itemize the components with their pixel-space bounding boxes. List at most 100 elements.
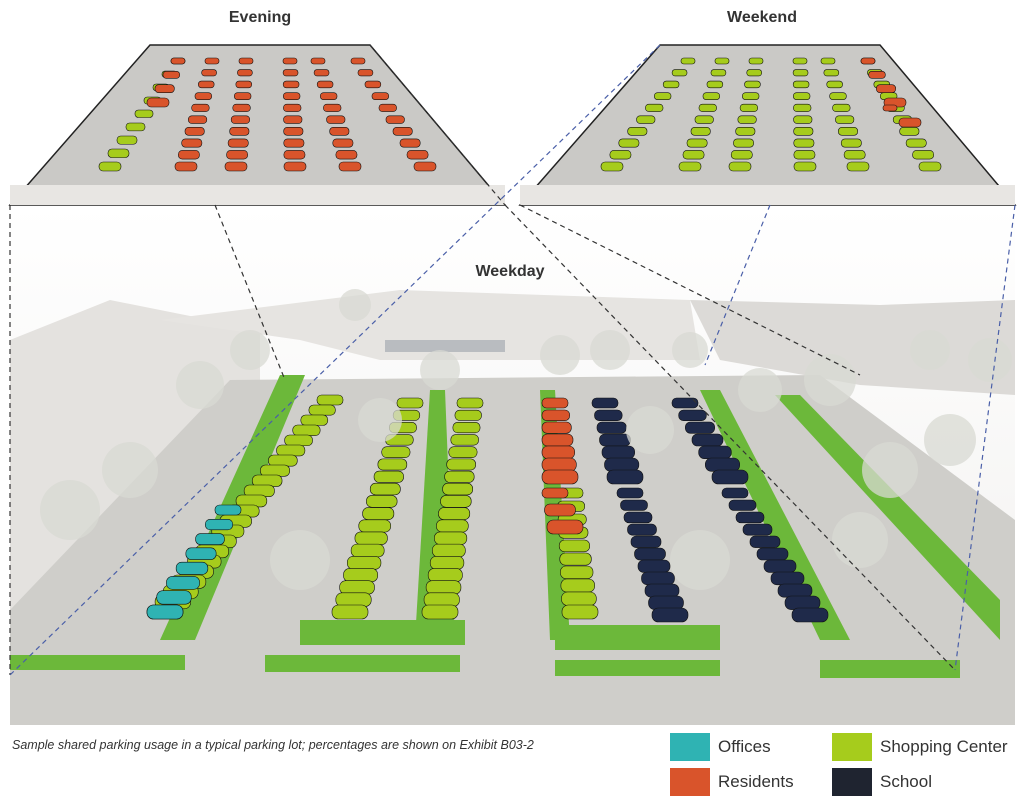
car	[793, 92, 811, 100]
weekend-label: Weekend	[727, 9, 797, 26]
car	[730, 150, 753, 160]
tree	[924, 414, 976, 466]
car	[431, 543, 466, 558]
car	[541, 397, 569, 409]
car	[175, 561, 209, 575]
car	[358, 519, 391, 533]
car	[690, 127, 711, 136]
car	[234, 92, 252, 100]
car	[882, 104, 898, 112]
tree	[738, 368, 782, 412]
car	[680, 57, 696, 65]
car	[268, 454, 298, 467]
car	[194, 92, 212, 100]
car	[648, 595, 684, 610]
car	[238, 57, 254, 65]
car	[596, 421, 627, 434]
car	[627, 523, 657, 536]
car	[204, 57, 220, 65]
weekday-scene	[10, 205, 1015, 725]
car	[793, 161, 817, 172]
legend-label-residents: Residents	[718, 772, 794, 791]
car	[561, 604, 599, 620]
car	[829, 92, 847, 100]
car	[392, 127, 413, 136]
car	[366, 495, 398, 508]
car	[606, 469, 644, 485]
legend-item-residents: Residents	[670, 768, 794, 796]
car	[843, 150, 866, 160]
car	[714, 57, 730, 65]
car	[283, 150, 306, 160]
car	[313, 69, 330, 77]
car	[201, 69, 217, 77]
car	[371, 92, 389, 100]
car	[444, 470, 475, 483]
tree	[804, 354, 856, 406]
car	[609, 150, 632, 160]
grass-strip	[555, 625, 720, 650]
weekend-cars	[600, 57, 942, 172]
car	[335, 592, 372, 607]
car	[594, 409, 623, 421]
car	[558, 539, 590, 553]
car	[721, 487, 749, 499]
car	[644, 583, 680, 598]
weekday-label: Weekday	[475, 263, 545, 280]
car	[184, 127, 205, 136]
car	[440, 495, 472, 508]
car	[763, 559, 797, 573]
car	[452, 422, 481, 434]
car	[770, 571, 805, 586]
car	[332, 138, 354, 148]
figure-caption: Sample shared parking usage in a typical…	[12, 738, 534, 752]
car	[399, 138, 421, 148]
offices-swatch	[670, 733, 710, 761]
car	[204, 518, 234, 531]
tree	[270, 530, 330, 590]
car	[560, 565, 594, 579]
car	[343, 568, 379, 583]
car	[338, 161, 362, 172]
car	[224, 161, 248, 172]
car	[899, 127, 920, 136]
car	[427, 568, 463, 583]
car	[838, 127, 858, 136]
car	[191, 103, 210, 112]
building-back-windows	[385, 340, 505, 352]
car	[541, 487, 569, 499]
car	[283, 161, 307, 172]
grass-strip	[555, 660, 720, 676]
car	[541, 409, 570, 421]
car	[840, 138, 862, 148]
car	[446, 458, 476, 471]
car	[918, 161, 942, 172]
car	[793, 115, 813, 124]
car	[456, 397, 484, 409]
legend-item-school: School	[832, 768, 932, 796]
tree	[968, 338, 1012, 382]
car	[310, 57, 326, 65]
car	[438, 507, 471, 521]
car	[229, 127, 250, 136]
car	[364, 80, 382, 89]
car	[214, 504, 242, 516]
car	[292, 424, 321, 436]
car	[685, 421, 715, 434]
car	[678, 161, 702, 172]
tree	[420, 350, 460, 390]
car	[284, 434, 313, 447]
residents-swatch	[670, 768, 710, 796]
car	[316, 80, 334, 89]
car	[618, 138, 640, 148]
car	[662, 80, 680, 89]
car	[377, 458, 408, 471]
car	[710, 69, 727, 77]
car	[188, 115, 208, 124]
car	[559, 552, 592, 566]
car	[423, 592, 460, 607]
car	[744, 80, 761, 89]
car	[320, 92, 338, 100]
car	[354, 531, 388, 545]
car	[134, 109, 154, 118]
